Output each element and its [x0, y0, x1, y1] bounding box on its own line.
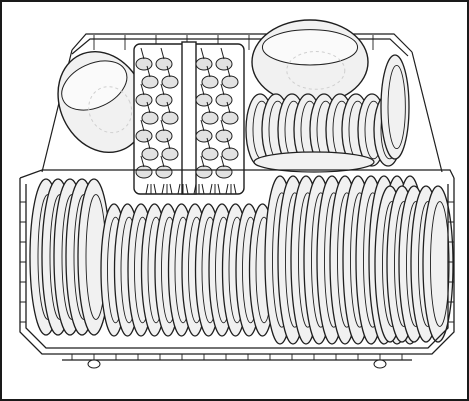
bowl-left-shape: [57, 50, 147, 154]
cutlery-head: [135, 57, 153, 71]
cutlery-handle: [140, 47, 145, 60]
bowl-left-shape-shading: [88, 86, 133, 134]
rack-top-rail-inner: [71, 38, 409, 57]
saucer-flat: [253, 151, 375, 173]
cutlery-handle: [206, 101, 211, 114]
cutlery-head: [195, 93, 213, 107]
cutlery-handle: [140, 155, 145, 168]
cutlery-handle: [200, 47, 205, 60]
cutlery-head: [215, 129, 233, 143]
cutlery-head: [221, 111, 239, 125]
cutlery-head: [215, 57, 233, 71]
plates-left-side: [29, 178, 111, 336]
rack-front-frame: [19, 178, 455, 355]
cutlery-handle: [160, 47, 165, 60]
fork-tines: [209, 183, 221, 195]
rack-wheel-left: [87, 359, 101, 369]
fork-tines: [225, 183, 237, 195]
cutlery-handle: [220, 155, 225, 168]
rack-front-wires: [19, 169, 455, 369]
cutlery-head: [155, 57, 173, 71]
cutlery-handle: [146, 137, 151, 150]
cutlery-head: [161, 111, 179, 125]
cutlery-handle: [160, 119, 165, 132]
cutlery-handle: [140, 119, 145, 132]
cutlery-handle: [206, 65, 211, 78]
cutlery-basket: [133, 41, 245, 195]
fork-tines: [177, 183, 189, 195]
plate-back-tall-rim: [387, 64, 406, 150]
cutlery-head: [161, 75, 179, 89]
cutlery-head: [141, 111, 159, 125]
plates-back-row: [245, 54, 410, 173]
cutlery-head: [215, 165, 233, 179]
cutlery-head: [135, 129, 153, 143]
cutlery-handle: [200, 155, 205, 168]
cutlery-head: [195, 57, 213, 71]
cutlery-head: [155, 165, 173, 179]
rack-top-rail: [71, 33, 413, 53]
cutlery-handle: [226, 101, 231, 114]
cutlery-head: [215, 93, 233, 107]
cutlery-handle: [146, 101, 151, 114]
bowl-left-shape-rim: [61, 60, 128, 111]
cutlery-head: [201, 75, 219, 89]
plate-right-side-5: [422, 185, 454, 343]
cutlery-head: [195, 165, 213, 179]
plates-front-left-row: [100, 203, 277, 337]
plate-right-side-5-edge: [422, 185, 454, 343]
bowl-left: [57, 50, 147, 154]
cutlery-head: [195, 129, 213, 143]
cutlery-head: [221, 75, 239, 89]
cutlery-head: [201, 111, 219, 125]
cutlery-head: [155, 93, 173, 107]
plate-back-tall: [380, 54, 410, 160]
cutlery-head: [201, 147, 219, 161]
cutlery-handle: [146, 65, 151, 78]
cutlery-head: [135, 93, 153, 107]
cutlery-handle: [200, 83, 205, 96]
cutlery-head: [155, 129, 173, 143]
cutlery-handle: [166, 137, 171, 150]
fork-tines: [193, 183, 205, 195]
cutlery-handle: [220, 83, 225, 96]
cutlery-head: [161, 147, 179, 161]
cutlery-handle: [160, 155, 165, 168]
cutlery-handle: [200, 119, 205, 132]
bowl-right-shape: [251, 19, 369, 105]
cutlery-handle: [206, 137, 211, 150]
cutlery-handle: [220, 47, 225, 60]
fork-tines: [161, 183, 173, 195]
cutlery-handle: [160, 83, 165, 96]
fork-tines: [145, 183, 157, 195]
cutlery-handle: [226, 137, 231, 150]
cutlery-handle: [166, 101, 171, 114]
rack-back-wires: [41, 33, 443, 173]
cutlery-head: [135, 165, 153, 179]
cutlery-handle: [140, 83, 145, 96]
bowl-right: [251, 19, 369, 105]
cutlery-head: [141, 147, 159, 161]
cutlery-handle: [220, 119, 225, 132]
bowl-right-shape-shading: [286, 51, 346, 90]
rack-wheel-right: [373, 359, 387, 369]
cutlery-head: [141, 75, 159, 89]
cutlery-handle: [166, 65, 171, 78]
cutlery-head: [221, 147, 239, 161]
bowl-right-shape-rim: [261, 29, 359, 66]
plates-right-side: [374, 185, 454, 343]
plate-back-tall-edge: [380, 54, 410, 160]
cutlery-handle: [226, 65, 231, 78]
rack-front-frame-inner: [25, 184, 449, 349]
rack-mid-rail: [19, 169, 455, 179]
basket-handle: [181, 41, 197, 195]
plate-right-side-5-rim: [430, 201, 450, 327]
